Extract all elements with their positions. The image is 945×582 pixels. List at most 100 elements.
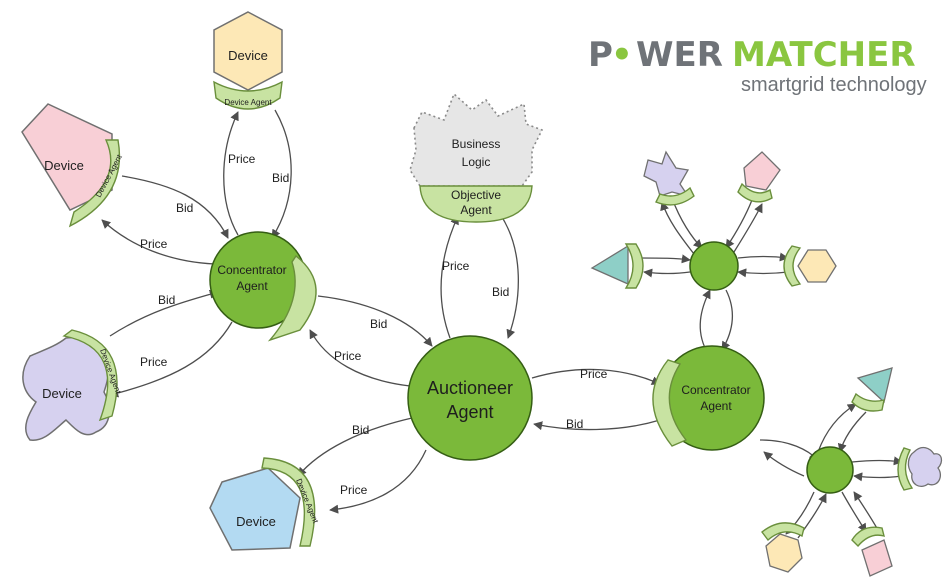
edge-bid-pink-device — [121, 175, 229, 239]
objective-agent-shape — [419, 185, 533, 223]
edge-price-objective — [440, 215, 459, 339]
label-price-top: Price — [228, 152, 256, 166]
hub-bottom-edge-4 — [853, 472, 903, 482]
concentrator-left-agent — [267, 254, 317, 342]
hub-top-edge-5 — [639, 254, 691, 264]
edge-hub-bottom-down — [759, 439, 819, 461]
label-bid-blue: Bid — [352, 423, 369, 437]
hub-bottom-agent-teal — [851, 392, 885, 412]
logo-brand-left: P — [588, 35, 613, 75]
objective-agent-line2: Agent — [460, 203, 492, 217]
hub-cluster-top — [590, 150, 837, 291]
device-pentagon-blue — [209, 467, 301, 551]
device-blue-label: Device — [236, 514, 276, 529]
hub-top-edge-7 — [737, 252, 789, 262]
edge-bid-blue-device — [297, 417, 413, 477]
concentrator-right-line1: Concentrator — [681, 383, 750, 397]
device-top-agent-label: Device Agent — [224, 98, 272, 107]
logo-tagline: smartgrid technology — [741, 74, 927, 96]
edge-bid-concentrator-left — [317, 295, 433, 347]
hub-bottom-circle — [806, 446, 854, 494]
device-purple-label: Device — [42, 386, 82, 401]
edge-hub-bottom-up — [763, 451, 805, 477]
label-price-objective: Price — [442, 259, 470, 273]
hub-top-agent-yellow — [783, 245, 802, 287]
objective-agent-line1: Objective — [451, 188, 501, 202]
hub-top-device-purple — [643, 150, 690, 198]
label-price-pink: Price — [140, 237, 168, 251]
hub-top-edge-6 — [643, 268, 691, 278]
label-price-purple: Price — [140, 355, 168, 369]
hub-bottom-agent-pink — [851, 526, 885, 548]
hub-top-device-pink — [743, 151, 781, 191]
auctioneer-circle — [407, 335, 533, 461]
label-price-conc-right: Price — [580, 367, 608, 381]
hub-top-edge-2 — [660, 201, 695, 255]
edge-price-top-device — [223, 111, 239, 236]
business-logic-line1: Business — [452, 137, 501, 151]
business-logic-line2: Logic — [462, 155, 491, 169]
hub-bottom-edge-2 — [837, 411, 867, 453]
auctioneer: Auctioneer Agent — [407, 335, 533, 461]
edge-price-concentrator-left — [309, 329, 411, 387]
hub-top-device-yellow — [797, 249, 837, 283]
hub-bottom-device-yellow — [765, 533, 803, 573]
hub-top-device-teal — [590, 244, 629, 286]
label-price-blue: Price — [340, 483, 368, 497]
logo-brand-mid: WER — [636, 35, 723, 75]
hub-top-agent-pink — [737, 182, 773, 203]
device-top-label: Device — [228, 48, 268, 63]
hub-top-agent-teal — [624, 243, 644, 289]
concentrator-right-line2: Agent — [700, 399, 732, 413]
hub-bottom-edge-3 — [851, 456, 903, 466]
concentrator-right: Concentrator Agent — [652, 345, 765, 451]
hub-bottom-edge-1 — [817, 403, 857, 453]
label-bid-objective: Bid — [492, 285, 509, 299]
concentrator-left: Concentrator Agent — [209, 231, 317, 342]
edge-bid-purple-device — [109, 289, 219, 337]
device-purple: Device Device Agent — [22, 329, 123, 441]
edge-price-concentrator-right — [531, 368, 661, 385]
hub-bottom-device-pink — [861, 539, 893, 577]
label-bid-top: Bid — [272, 171, 289, 185]
device-pink: Device Device Agent — [21, 103, 124, 228]
edge-hub-top-up — [699, 289, 711, 351]
edge-price-pink-device — [101, 219, 216, 265]
device-top: Device Device Agent — [213, 11, 283, 110]
edge-labels: Price Bid Bid Price Bid Price Bid Price … — [140, 152, 608, 497]
edge-bid-top-device — [271, 109, 292, 239]
concentrator-right-agent — [652, 359, 688, 447]
hub-bottom-agent-yellow — [761, 522, 805, 542]
label-price-conc-left: Price — [334, 349, 362, 363]
label-bid-conc-left: Bid — [370, 317, 387, 331]
device-top-agent — [213, 80, 283, 110]
hub-bottom-device-teal — [856, 367, 893, 404]
auctioneer-line2: Agent — [446, 402, 493, 422]
device-hexagon-yellow — [213, 11, 283, 91]
business-logic-group: Business Logic Objective Agent — [409, 92, 544, 223]
device-purple-agent — [62, 329, 118, 422]
edge-hub-top-down — [721, 289, 734, 351]
edges — [101, 109, 819, 514]
hub-top-circle — [689, 241, 739, 291]
hub-bottom-edge-8 — [853, 491, 879, 531]
logo-brand-dot: • — [611, 35, 633, 75]
hub-top-edge-3 — [725, 199, 753, 249]
hub-top-edge-1 — [671, 197, 703, 249]
edge-bid-concentrator-right — [533, 419, 661, 431]
hub-bottom-edge-7 — [841, 491, 867, 533]
hub-top-agent-purple — [655, 186, 695, 206]
auctioneer-line1: Auctioneer — [427, 378, 513, 398]
hub-top-edge-4 — [733, 203, 763, 253]
logo-brand-right: MATCHER — [732, 35, 916, 75]
edge-price-purple-device — [109, 321, 233, 398]
device-pink-agent — [68, 139, 121, 228]
concentrator-left-line1: Concentrator — [217, 263, 286, 277]
label-bid-conc-right: Bid — [566, 417, 583, 431]
hub-top-edge-8 — [737, 268, 789, 278]
hub-bottom-agent-purple — [897, 447, 914, 491]
hub-bottom-device-purple — [907, 446, 943, 488]
label-bid-pink: Bid — [176, 201, 193, 215]
device-pink-label: Device — [44, 158, 84, 173]
